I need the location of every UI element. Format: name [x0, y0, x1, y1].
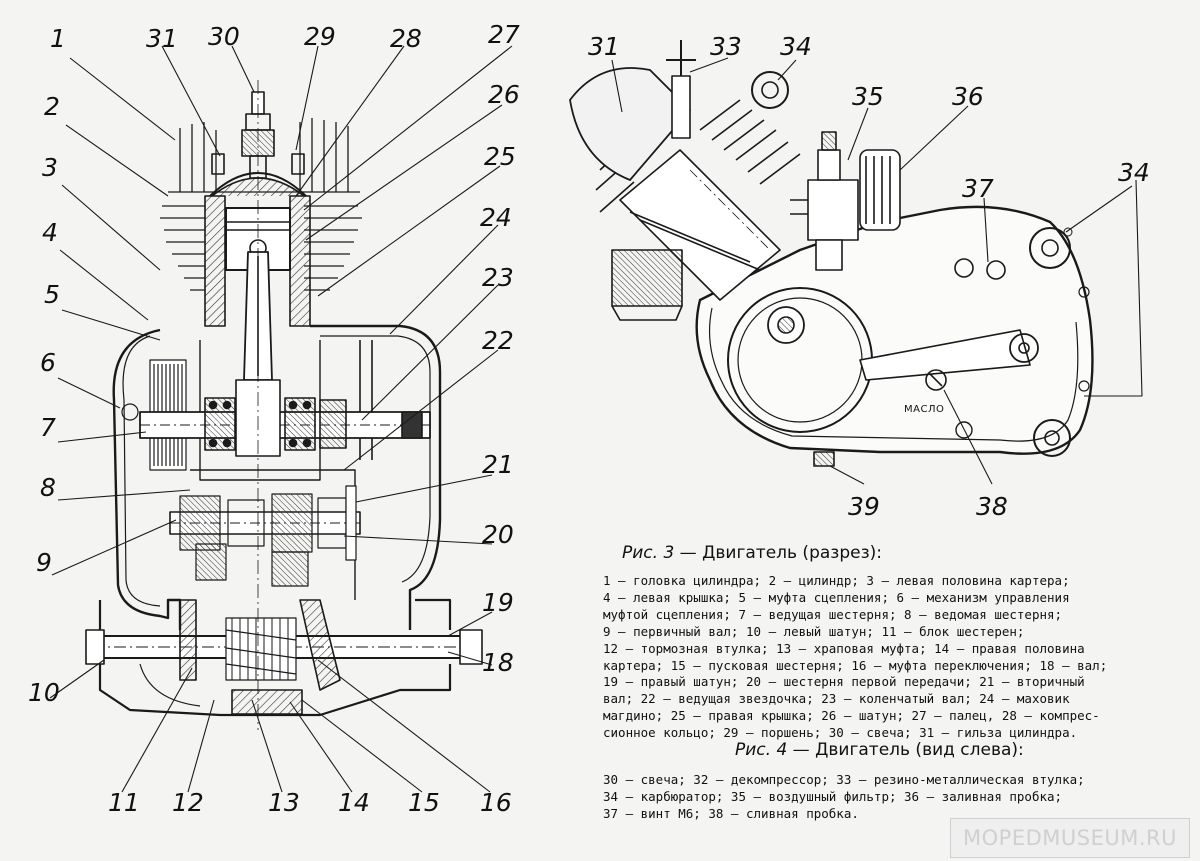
fig3-callout-25: 25	[484, 142, 516, 171]
fig3-callout-23: 23	[482, 263, 514, 292]
fig4-callout-35: 35	[852, 82, 884, 111]
fig3-callout-27: 27	[488, 20, 520, 49]
fig3-legend-line: 19 — правый шатун; 20 — шестерня первой …	[603, 674, 1085, 690]
fig3-callout-31: 31	[146, 24, 178, 53]
fig3-callout-8: 8	[40, 473, 56, 502]
fig3-callout-10: 10	[28, 678, 60, 707]
fig3-legend-line: 1 — головка цилиндра; 2 — цилиндр; 3 — л…	[603, 573, 1070, 588]
fig3-legend-line: муфтой сцепления; 7 — ведущая шестерня; …	[603, 606, 1063, 622]
fig3-callout-2: 2	[44, 92, 60, 121]
fig4-caption-label: Рис. 4	[735, 740, 788, 760]
fig4-caption-rest: — Двигатель (вид слева):	[787, 740, 1024, 760]
fig3-callout-1: 1	[50, 24, 66, 53]
fig3-callout-7: 7	[40, 413, 56, 442]
fig3-callout-11: 11	[108, 788, 140, 817]
fig3-callout-26: 26	[488, 80, 520, 109]
fig3-legend-line: сионное кольцо; 29 — поршень; 30 — свеча…	[603, 725, 1078, 741]
fig4-caption: Рис. 4 — Двигатель (вид слева):	[735, 740, 1024, 760]
gear-cluster	[179, 485, 357, 587]
fig3-caption-rest: — Двигатель (разрез):	[674, 543, 882, 563]
fig4-callout-39: 39	[848, 492, 880, 521]
fig4-callout-36: 36	[952, 82, 984, 111]
fig3-callout-16: 16	[480, 788, 512, 817]
fig3-legend-line: 4 — левая крышка; 5 — муфта сцепления; 6…	[603, 589, 1070, 605]
fig3-cross-section	[85, 80, 483, 730]
fig4-legend-line: 37 — винт М6; 38 — сливная пробка.	[603, 805, 859, 821]
fig3-callout-21: 21	[482, 450, 514, 479]
fig3-legend: 1 — головка цилиндра; 2 — цилиндр; 3 — л…	[603, 573, 1165, 742]
fig3-callout-15: 15	[408, 788, 440, 817]
fig3-callout-3: 3	[42, 153, 58, 182]
carburetor	[790, 131, 901, 271]
fig3-leader-lines	[49, 45, 513, 793]
fig3-callout-19: 19	[482, 588, 514, 617]
fig4-legend: 30 — свеча; 32 — декомпрессор; 33 — рези…	[603, 772, 1165, 823]
fig3-callout-30: 30	[208, 22, 240, 51]
watermark: MOPEDMUSEUM.RU	[950, 818, 1190, 858]
fig4-callout-38: 38	[976, 492, 1008, 521]
fig4-legend-line: 30 — свеча; 32 — декомпрессор; 33 — рези…	[603, 772, 1085, 787]
side-cylinder	[569, 40, 801, 321]
fig3-caption-label: Рис. 3	[622, 543, 675, 563]
fig4-callout-33: 33	[710, 32, 742, 61]
fig3-caption: Рис. 3 — Двигатель (разрез):	[622, 543, 882, 563]
fig3-legend-line: 9 — первичный вал; 10 — левый шатун; 11 …	[603, 623, 1025, 639]
fig4-callout-37: 37	[962, 174, 994, 203]
fig3-callout-12: 12	[172, 788, 204, 817]
fig3-callout-28: 28	[390, 24, 422, 53]
fig3-callout-13: 13	[268, 788, 300, 817]
fig4-callout-31: 31	[588, 32, 620, 61]
fig3-callout-9: 9	[36, 548, 52, 577]
oil-label: МАСЛО	[904, 404, 945, 415]
fig3-legend-line: картера; 15 — пусковая шестерня; 16 — му…	[603, 657, 1108, 673]
fig3-callout-24: 24	[480, 203, 512, 232]
fig4-callout-34b: 34	[1118, 158, 1150, 187]
bearings	[204, 397, 347, 451]
fig4-legend-line: 34 — карбюратор; 35 — воздушный фильтр; …	[603, 788, 1063, 804]
fig3-legend-line: вал; 22 — ведущая звездочка; 23 — коленч…	[603, 691, 1070, 707]
fig3-callout-5: 5	[44, 280, 60, 309]
starter-gear	[225, 617, 297, 681]
fig3-callout-4: 4	[42, 218, 58, 247]
fig4-leader-lines	[611, 57, 1143, 485]
fig3-legend-line: 12 — тормозная втулка; 13 — храповая муф…	[603, 640, 1085, 656]
fig4-side-view	[569, 40, 1094, 467]
fig3-callout-6: 6	[40, 348, 56, 377]
fig4-callout-34a: 34	[780, 32, 812, 61]
fig3-callout-20: 20	[482, 520, 514, 549]
fig3-callout-14: 14	[338, 788, 370, 817]
fig3-callout-22: 22	[482, 326, 514, 355]
fig3-legend-line: магдино; 25 — правая крышка; 26 — шатун;…	[603, 708, 1100, 724]
fig3-callout-18: 18	[482, 648, 514, 677]
fig3-callout-29: 29	[304, 22, 336, 51]
